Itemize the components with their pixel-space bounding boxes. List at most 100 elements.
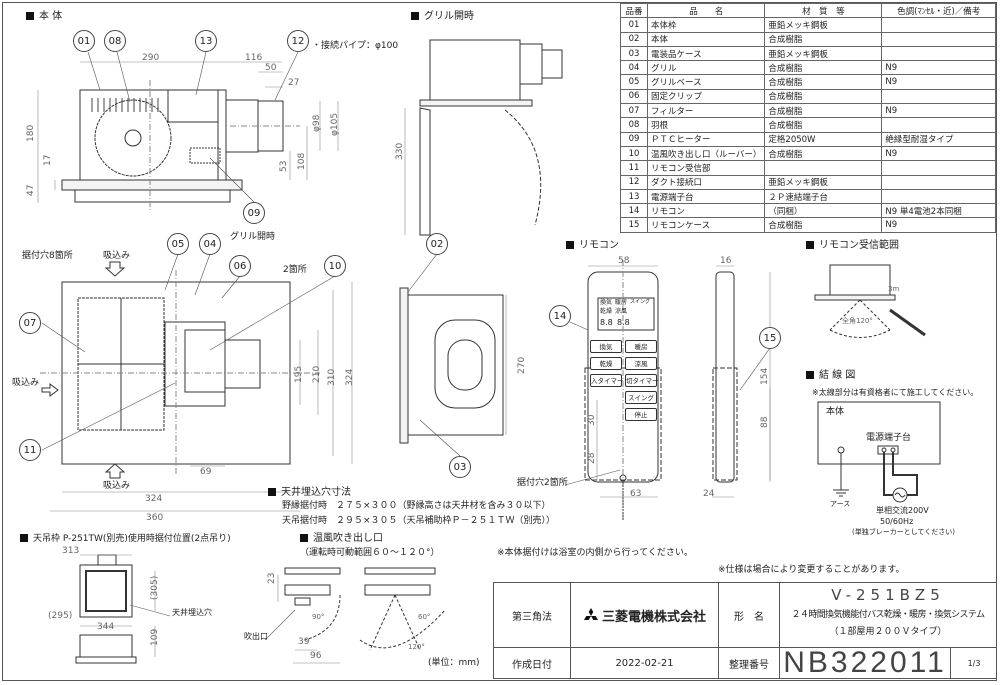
display-timer-1: 8.8 (600, 318, 613, 327)
callout-07: 07 (19, 312, 41, 334)
part-no: 11 (620, 160, 648, 176)
body-front-view (399, 253, 507, 457)
mitsubishi-logo-icon (583, 608, 598, 620)
page-number: 1/3 (967, 658, 981, 668)
part-no: 05 (620, 74, 648, 90)
full-angle-label: 全角120° (842, 317, 873, 325)
part-no: 13 (620, 188, 648, 205)
intake-left-label: 吸込み (12, 378, 40, 388)
part-remarks: N9 単4電池2本同梱 (881, 203, 996, 219)
part-material: 亜鉛メッキ鋼板 (764, 45, 883, 62)
part-material: （同梱） (764, 203, 883, 219)
remote-button-drying[interactable]: 乾燥 (590, 357, 622, 370)
dim-phi105: φ105 (330, 112, 340, 136)
receiver-range-view (814, 264, 926, 338)
body-bottom-view (40, 253, 353, 512)
parts-table-header: 品番 品 名 材 質 等 色調(ﾏﾝｾﾙ・近)／備考 (620, 2, 996, 19)
section-title-remote: リモコン (566, 241, 619, 251)
wiring-terminal-label: 電源端子台 (866, 433, 912, 443)
ceiling-hole-line-2: 天吊据付時 ２９５×３０５（天吊補助枠Ｐ－２５１ＴＷ（別売）） (282, 516, 556, 526)
remote-button-heating[interactable]: 暖房 (625, 340, 657, 353)
dim-310: 310 (327, 368, 337, 386)
part-name: ＰＴＣヒーター (646, 131, 766, 147)
dim-344: 344 (97, 622, 115, 632)
header-remarks: 色調(ﾏﾝｾﾙ・近)／備考 (881, 2, 996, 19)
part-name: 羽根 (646, 117, 766, 133)
remote-button-cool[interactable]: 涼風 (625, 357, 657, 370)
part-no: 02 (620, 31, 648, 47)
grille-open-view (404, 39, 563, 236)
remote-button-swing[interactable]: スイング (625, 391, 657, 404)
dim-313: 313 (62, 546, 80, 556)
wiring-power-1: 単相交流200V (876, 506, 929, 515)
company-name: 三菱電機株式会社 (571, 583, 719, 647)
part-remarks: N9 (881, 103, 996, 119)
part-material: 合成樹脂 (764, 74, 883, 90)
part-remarks (881, 174, 996, 190)
part-no: 12 (620, 174, 648, 190)
dim-47: 47 (26, 184, 36, 196)
part-name: 本体枠 (646, 17, 766, 33)
remote-button-off-timer[interactable]: 切タイマー (625, 374, 659, 387)
callout-04: 04 (199, 233, 221, 255)
dim-324-horizontal: 324 (145, 494, 163, 504)
dim-24: 24 (703, 489, 715, 499)
part-remarks: N9 (881, 145, 996, 162)
dim-39: 39 (298, 637, 310, 647)
display-swing: スイング (630, 299, 651, 305)
model-label: 形 名 (719, 583, 780, 647)
remote-button-ventilation[interactable]: 換気 (590, 340, 622, 353)
ceiling-hole-line-1: 野縁据付時 ２７５×３００（野縁高さは天井材を含み３０以下） (282, 501, 551, 511)
angle-60: 60° (418, 613, 431, 621)
dim-16: 16 (720, 256, 732, 266)
wiring-diagram (817, 401, 941, 503)
part-no: 10 (620, 145, 648, 162)
number-label: 整理番号 (719, 647, 780, 679)
dim-58: 58 (618, 256, 630, 266)
date-label: 作成日付 (494, 647, 571, 679)
remote-button-on-timer[interactable]: 入タイマー (590, 374, 624, 387)
part-name: ダクト接続口 (646, 174, 766, 190)
part-name: リモコン受信部 (646, 160, 766, 176)
dim-108: 108 (297, 152, 307, 170)
header-no: 品番 (620, 2, 648, 19)
display-cool: 涼風 (615, 308, 628, 315)
dim-63: 63 (630, 489, 642, 499)
dim-17: 17 (43, 154, 53, 166)
projection-method: 第三角法 (494, 583, 571, 647)
part-remarks (881, 88, 996, 105)
remote-button-stop[interactable]: 停止 (625, 408, 657, 421)
part-no: 04 (620, 60, 648, 76)
callout-01: 01 (73, 30, 95, 52)
intake-bottom-label: 吸込み (103, 481, 131, 491)
install-note: ※本体据付けは浴室の内側から行ってください。 (497, 548, 693, 558)
part-name: 本体 (646, 31, 766, 47)
header-material: 材 質 等 (764, 2, 883, 19)
dim-195: 195 (294, 365, 304, 383)
section-title-body: 本 体 (26, 12, 62, 22)
creation-date: 2022-02-21 (571, 647, 719, 679)
part-no: 08 (620, 117, 648, 133)
unit-label: (単位：mm) (428, 658, 480, 668)
display-ventilation: 換気 (600, 299, 613, 306)
body-side-view (37, 51, 339, 210)
mount-holes-2-label: 据付穴2箇所 (517, 478, 568, 488)
part-material: 合成樹脂 (764, 103, 883, 119)
part-remarks: N9 (881, 74, 996, 90)
part-remarks (881, 117, 996, 133)
two-places-label: 2箇所 (283, 265, 307, 275)
part-material: 合成樹脂 (764, 117, 883, 133)
dim-53: 53 (279, 160, 289, 172)
callout-12: 12 (287, 30, 309, 52)
header-name: 品 名 (646, 2, 766, 19)
callout-10: 10 (324, 255, 346, 277)
